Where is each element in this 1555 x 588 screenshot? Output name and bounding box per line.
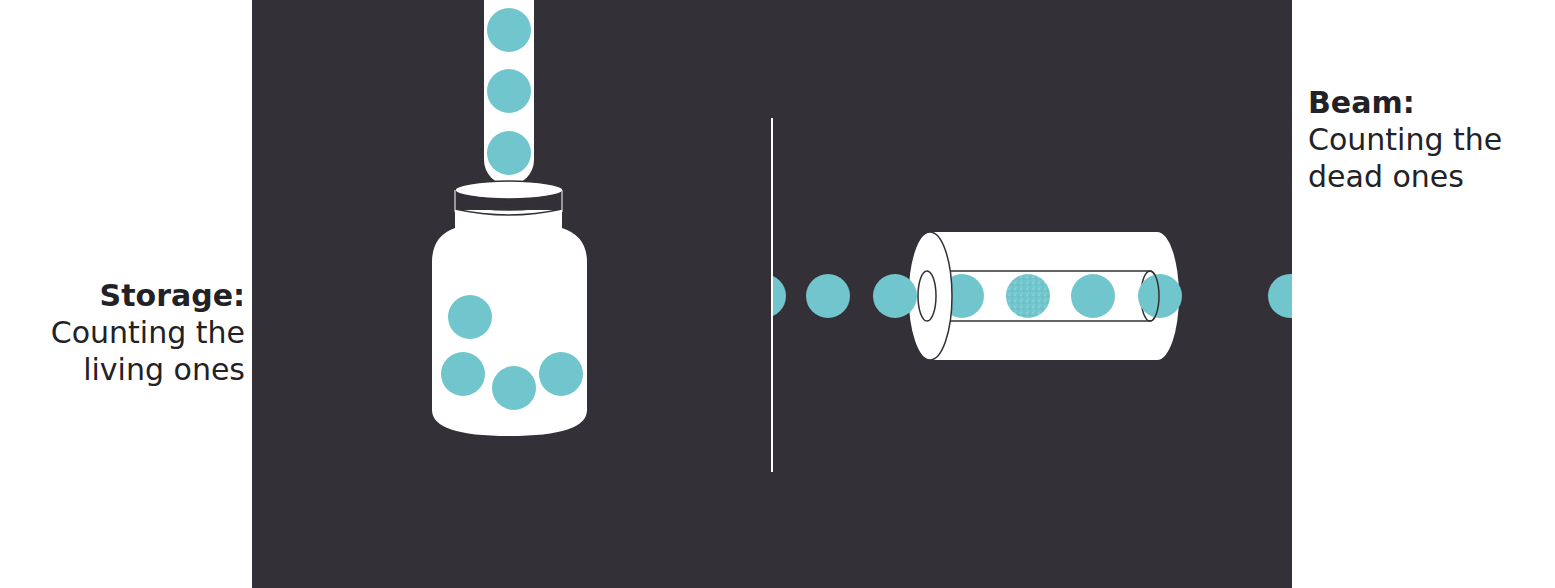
divider-line	[771, 118, 773, 472]
tube-balls	[487, 8, 531, 175]
storage-jar	[432, 181, 587, 436]
section-note: Counting the dead ones	[1308, 121, 1548, 195]
stored-balls	[441, 295, 583, 410]
section-note: Counting the living ones	[5, 314, 245, 388]
dark-panel	[252, 0, 1292, 588]
section-heading: Storage:	[5, 277, 245, 314]
section-heading: Beam:	[1308, 84, 1548, 121]
detector-balls	[940, 274, 1115, 318]
beam-balls	[773, 274, 850, 318]
detector-ends	[873, 232, 1312, 360]
feed-tube	[484, 0, 534, 185]
